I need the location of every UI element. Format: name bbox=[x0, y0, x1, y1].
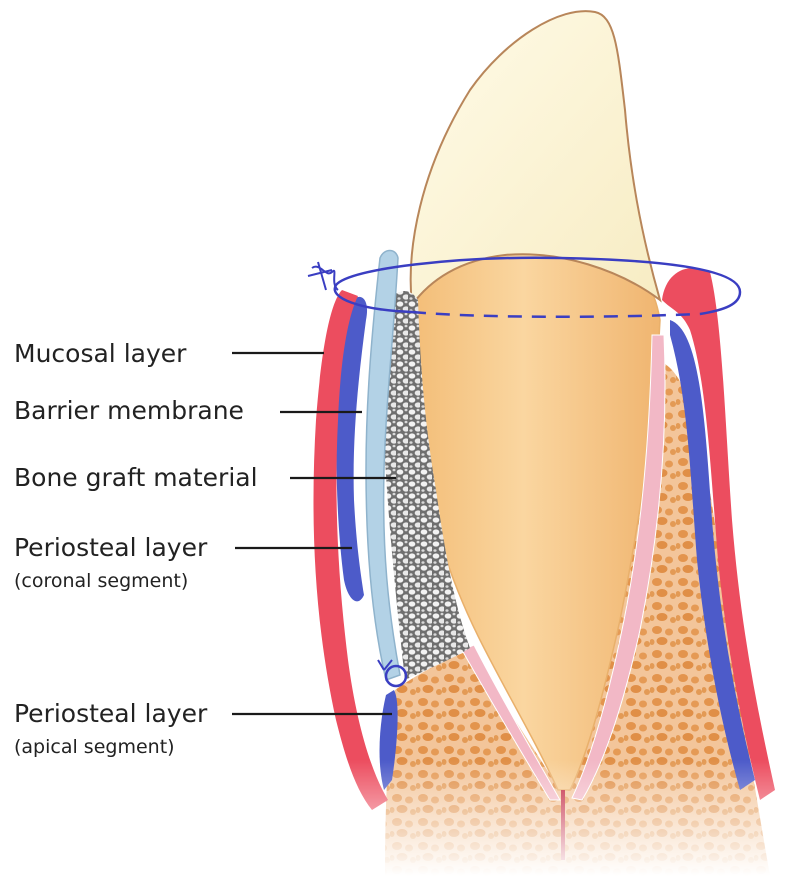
bone-graft-material bbox=[382, 291, 470, 680]
label-barrier-membrane: Barrier membrane bbox=[14, 396, 244, 425]
mucosal-layer-buccal bbox=[313, 290, 388, 810]
suture-dashed bbox=[411, 310, 701, 319]
label-mucosal-layer: Mucosal layer bbox=[14, 339, 187, 368]
suture-knot bbox=[307, 261, 339, 291]
mucosal-layer-lingual bbox=[662, 267, 775, 801]
barrier-membrane bbox=[365, 249, 401, 681]
label-periosteal-apical-sub: (apical segment) bbox=[14, 736, 175, 758]
apical-suture-tail bbox=[377, 659, 393, 671]
label-periosteal-coronal: Periosteal layer bbox=[14, 533, 208, 562]
label-bone-graft-material: Bone graft material bbox=[14, 463, 258, 492]
tooth-crown bbox=[409, 10, 662, 308]
periosteal-lingual bbox=[670, 320, 755, 790]
periosteal-coronal-segment bbox=[336, 296, 368, 602]
label-periosteal-coronal-sub: (coronal segment) bbox=[14, 570, 188, 592]
suture-solid bbox=[333, 256, 742, 316]
apical-suture-loop bbox=[384, 664, 408, 688]
label-periosteal-apical: Periosteal layer bbox=[14, 699, 208, 728]
bottom-fade bbox=[300, 760, 800, 876]
alveolar-bone bbox=[385, 360, 770, 876]
